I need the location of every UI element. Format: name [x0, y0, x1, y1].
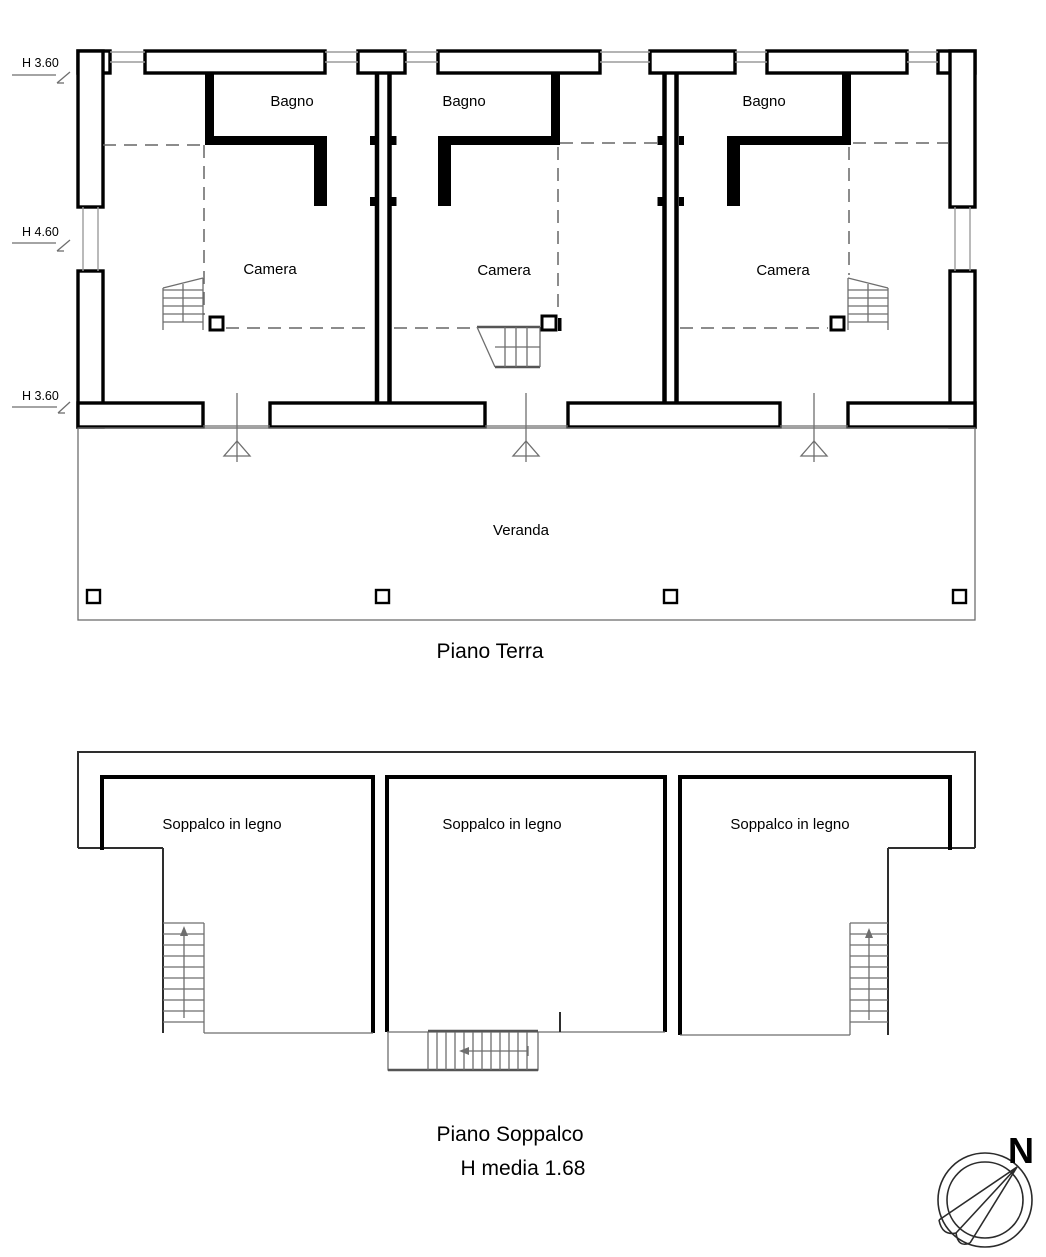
north-compass: N	[937, 1130, 1034, 1248]
bagno-walls-right	[727, 73, 851, 206]
height-label-bottom: H 3.60	[22, 389, 59, 403]
room-label-camera-right: Camera	[756, 262, 810, 279]
veranda-columns	[85, 588, 968, 605]
room-label-bagno-center: Bagno	[442, 93, 485, 110]
compass-inner-circle	[946, 1161, 1024, 1239]
room-label-bagno-left: Bagno	[270, 93, 313, 110]
compass-north-label: N	[1008, 1130, 1034, 1171]
height-annotation-bottom: H 3.60	[12, 389, 71, 414]
soppalco-dashed-outline	[103, 142, 948, 329]
right-exterior-wall	[948, 49, 977, 429]
top-wall-windows	[110, 51, 938, 63]
room-label-camera-center: Camera	[477, 262, 531, 279]
room-label-camera-left: Camera	[243, 261, 297, 278]
top-exterior-wall	[76, 49, 977, 75]
mezzanine-title: Piano Soppalco	[436, 1123, 583, 1146]
height-label-middle: H 4.60	[22, 225, 59, 239]
stair-mezzanine-right	[849, 922, 888, 1035]
height-annotation-middle: H 4.60	[12, 225, 71, 252]
stair-center	[476, 325, 541, 369]
compass-needle	[938, 1166, 1018, 1246]
bagno-walls-center	[438, 73, 560, 206]
ground-floor-plan: H 3.60 H 4.60 H 3.60 Bagno Bagno Bagno C…	[12, 49, 977, 663]
party-wall-right	[657, 73, 684, 403]
loft-label-center: Soppalco in legno	[442, 816, 561, 833]
mezzanine-plan: Soppalco in legno Soppalco in legno Sopp…	[77, 751, 976, 1180]
loft-walls-left	[100, 775, 375, 1034]
bagno-walls-left	[205, 73, 327, 206]
left-exterior-wall	[76, 49, 105, 429]
ground-floor-title: Piano Terra	[436, 640, 543, 663]
height-annotation-top: H 3.60	[12, 56, 71, 84]
stair-mezzanine-center	[387, 1012, 561, 1072]
interior-posts	[208, 314, 846, 332]
stair-mezzanine-left	[163, 922, 205, 1033]
room-label-bagno-right: Bagno	[742, 93, 785, 110]
height-label-top: H 3.60	[22, 56, 59, 70]
stair-left	[162, 277, 204, 330]
right-wall-window	[954, 207, 971, 271]
loft-label-right: Soppalco in legno	[730, 816, 849, 833]
stair-right	[847, 277, 889, 330]
compass-outer-circle	[937, 1152, 1033, 1248]
left-wall-window	[82, 207, 99, 271]
loft-walls-right	[678, 775, 952, 1036]
loft-label-left: Soppalco in legno	[162, 816, 281, 833]
party-wall-left	[370, 73, 397, 403]
veranda-outline	[77, 427, 976, 621]
mezzanine-average-height: H media 1.68	[461, 1157, 586, 1180]
mezzanine-outer-boundary	[77, 751, 976, 1035]
room-label-veranda: Veranda	[493, 522, 550, 539]
